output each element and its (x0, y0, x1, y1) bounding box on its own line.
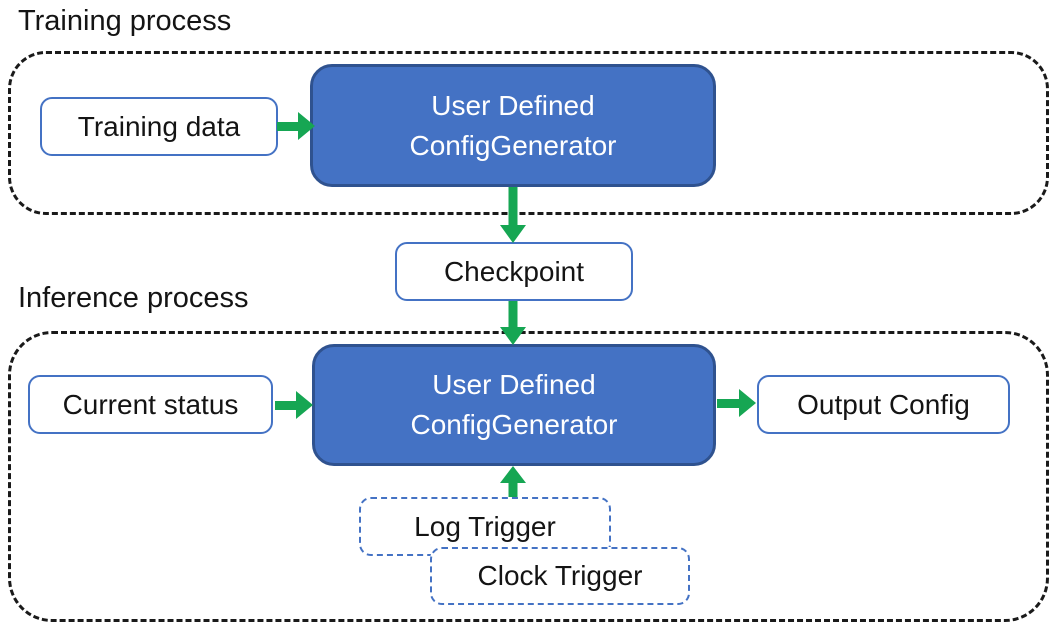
checkpoint-box: Checkpoint (395, 242, 633, 301)
arrow-triggers-to-generator (500, 466, 526, 497)
current-status-box: Current status (28, 375, 273, 434)
arrow-training-data-to-generator (277, 112, 315, 140)
training-process-container (8, 51, 1049, 215)
inference-config-generator-line1: User Defined (432, 369, 596, 400)
training-process-title: Training process (18, 5, 232, 37)
training-config-generator-line1: User Defined (431, 89, 595, 121)
clock-trigger-box: Clock Trigger (430, 547, 690, 605)
log-trigger-box: Log Trigger (359, 497, 611, 556)
arrow-current-status-to-generator (275, 391, 313, 419)
arrow-generator-to-output-config (717, 389, 756, 417)
inference-config-generator-line2: ConfigGenerator (410, 409, 618, 440)
inference-process-container (8, 331, 1049, 622)
output-config-box: Output Config (757, 375, 1010, 434)
training-data-box: Training data (40, 97, 278, 156)
training-config-generator-line2: ConfigGenerator (409, 129, 617, 161)
inference-config-generator-box: User Defined ConfigGenerator (312, 344, 716, 466)
arrow-checkpoint-to-inference-generator (500, 301, 526, 345)
arrow-generator-to-checkpoint (500, 187, 526, 243)
inference-process-title: Inference process (18, 282, 249, 314)
training-config-generator-box: User Defined ConfigGenerator (310, 64, 716, 187)
